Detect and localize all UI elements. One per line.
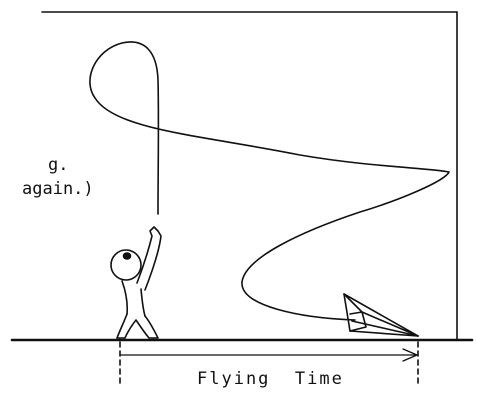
person-eye	[122, 252, 132, 260]
flying-time-label: Flying Time	[197, 369, 344, 389]
person-figure	[110, 226, 162, 339]
left-label-line-1: g.	[48, 155, 68, 175]
flight-path	[89, 41, 450, 321]
person-torso	[121, 280, 146, 317]
person-raised-arm	[136, 226, 162, 291]
paper-airplane	[343, 293, 419, 337]
person-head	[110, 249, 142, 281]
person-legs	[116, 313, 159, 339]
left-label-line-2: again.)	[22, 179, 94, 199]
flying-time-arrowhead	[402, 348, 418, 362]
